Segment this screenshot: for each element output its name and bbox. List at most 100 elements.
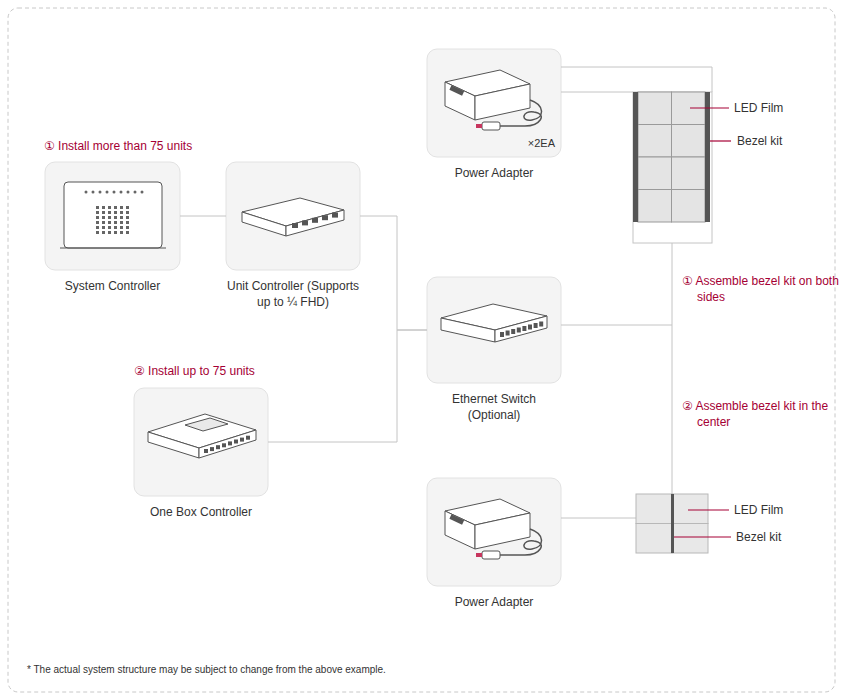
port	[228, 441, 232, 445]
vent-dot	[114, 206, 117, 209]
port	[204, 449, 208, 453]
vent-dot	[114, 231, 117, 234]
port	[511, 329, 515, 334]
port	[539, 322, 543, 327]
box-ground	[226, 162, 360, 270]
led-dot	[134, 191, 137, 194]
adapter-cord	[500, 100, 542, 126]
vent-dot	[108, 211, 111, 214]
system-controller-box: System Controller	[45, 162, 180, 270]
vent-dot	[120, 216, 123, 219]
vent-dot	[102, 231, 105, 234]
led-dot	[99, 191, 102, 194]
port	[506, 331, 510, 336]
vent-dot	[96, 216, 99, 219]
led-dot	[141, 191, 144, 194]
unit-controller-icon	[242, 198, 344, 236]
quantity-note: ×2EA	[517, 135, 555, 151]
power-adapter-box: ×2EAPower Adapter	[427, 49, 561, 157]
leader-lines	[674, 108, 731, 537]
port	[222, 443, 226, 447]
leader-line	[710, 140, 731, 141]
power-wire	[561, 518, 636, 519]
power-adapter-icon	[445, 499, 542, 559]
vent-dot	[102, 211, 105, 214]
node-label: Ethernet Switch (Optional)	[434, 391, 554, 423]
led-film-cell	[638, 157, 672, 190]
one-box-icon	[148, 414, 256, 458]
led-film-cell	[638, 190, 672, 223]
box-ground	[427, 478, 561, 586]
vent-dot	[120, 231, 123, 234]
switch-side	[441, 318, 495, 342]
part-label: Bezel kit	[736, 529, 826, 545]
port	[517, 328, 521, 333]
port	[312, 218, 318, 223]
bezel-kit	[705, 92, 710, 222]
system-controller-icon	[60, 182, 166, 248]
vent-dot	[114, 216, 117, 219]
vent-dot	[102, 206, 105, 209]
vent-dot	[108, 221, 111, 224]
power-wire	[561, 92, 633, 93]
outer-frame	[8, 8, 835, 692]
leader-line	[674, 536, 731, 537]
vent-dot	[96, 206, 99, 209]
led-dot	[92, 191, 95, 194]
panel-wires	[561, 67, 712, 518]
node-label: Power Adapter	[407, 165, 581, 181]
data-wire	[672, 243, 673, 494]
vent-dot	[108, 226, 111, 229]
led-film-cell	[636, 494, 672, 524]
led-film-cell	[672, 494, 708, 524]
controller-base	[60, 248, 166, 249]
led-film-cell	[638, 125, 672, 158]
box-ground	[427, 49, 561, 157]
unit-controller-box: Unit Controller (Supports up to ¼ FHD)	[226, 162, 360, 270]
box-ground	[427, 277, 561, 383]
leader-line	[688, 509, 729, 510]
port	[528, 325, 532, 330]
one-box-controller-box: One Box Controller	[134, 388, 268, 496]
led-film-cell	[672, 157, 706, 190]
led-film-cell	[672, 524, 708, 554]
onebox-panel	[185, 418, 228, 431]
callout-note: ① Assemble bezel kit on both sides	[682, 273, 842, 305]
power-wire	[561, 67, 712, 92]
ethernet-switch-box: Ethernet Switch (Optional)	[427, 277, 561, 383]
led-film-cell	[636, 524, 672, 554]
port	[534, 323, 538, 328]
vent-dot	[96, 231, 99, 234]
footnote: * The actual system structure may be sub…	[27, 662, 627, 678]
port	[322, 215, 328, 220]
vent-dot	[120, 211, 123, 214]
led-film-cell	[672, 125, 706, 158]
vent-dot	[114, 221, 117, 224]
switch-icon	[441, 304, 547, 342]
data-wire	[561, 325, 672, 326]
part-label: LED Film	[734, 502, 824, 518]
port	[210, 447, 214, 451]
part-label: LED Film	[734, 100, 824, 116]
bezel-kit	[633, 92, 638, 222]
callout-note: ① Install more than 75 units	[44, 138, 244, 154]
part-label: Bezel kit	[737, 133, 827, 149]
vent-dot	[102, 216, 105, 219]
led-dot	[106, 191, 109, 194]
adapter-side	[445, 82, 475, 120]
led-dot	[127, 191, 130, 194]
led-film-cell	[672, 190, 706, 223]
adapter-plate	[449, 85, 464, 95]
leader-line	[690, 107, 729, 108]
vent-dot	[96, 221, 99, 224]
port	[522, 326, 526, 331]
vent-dot	[126, 206, 129, 209]
connector	[180, 216, 226, 217]
led-dot	[120, 191, 123, 194]
controller-case	[64, 182, 162, 248]
port	[240, 438, 244, 442]
